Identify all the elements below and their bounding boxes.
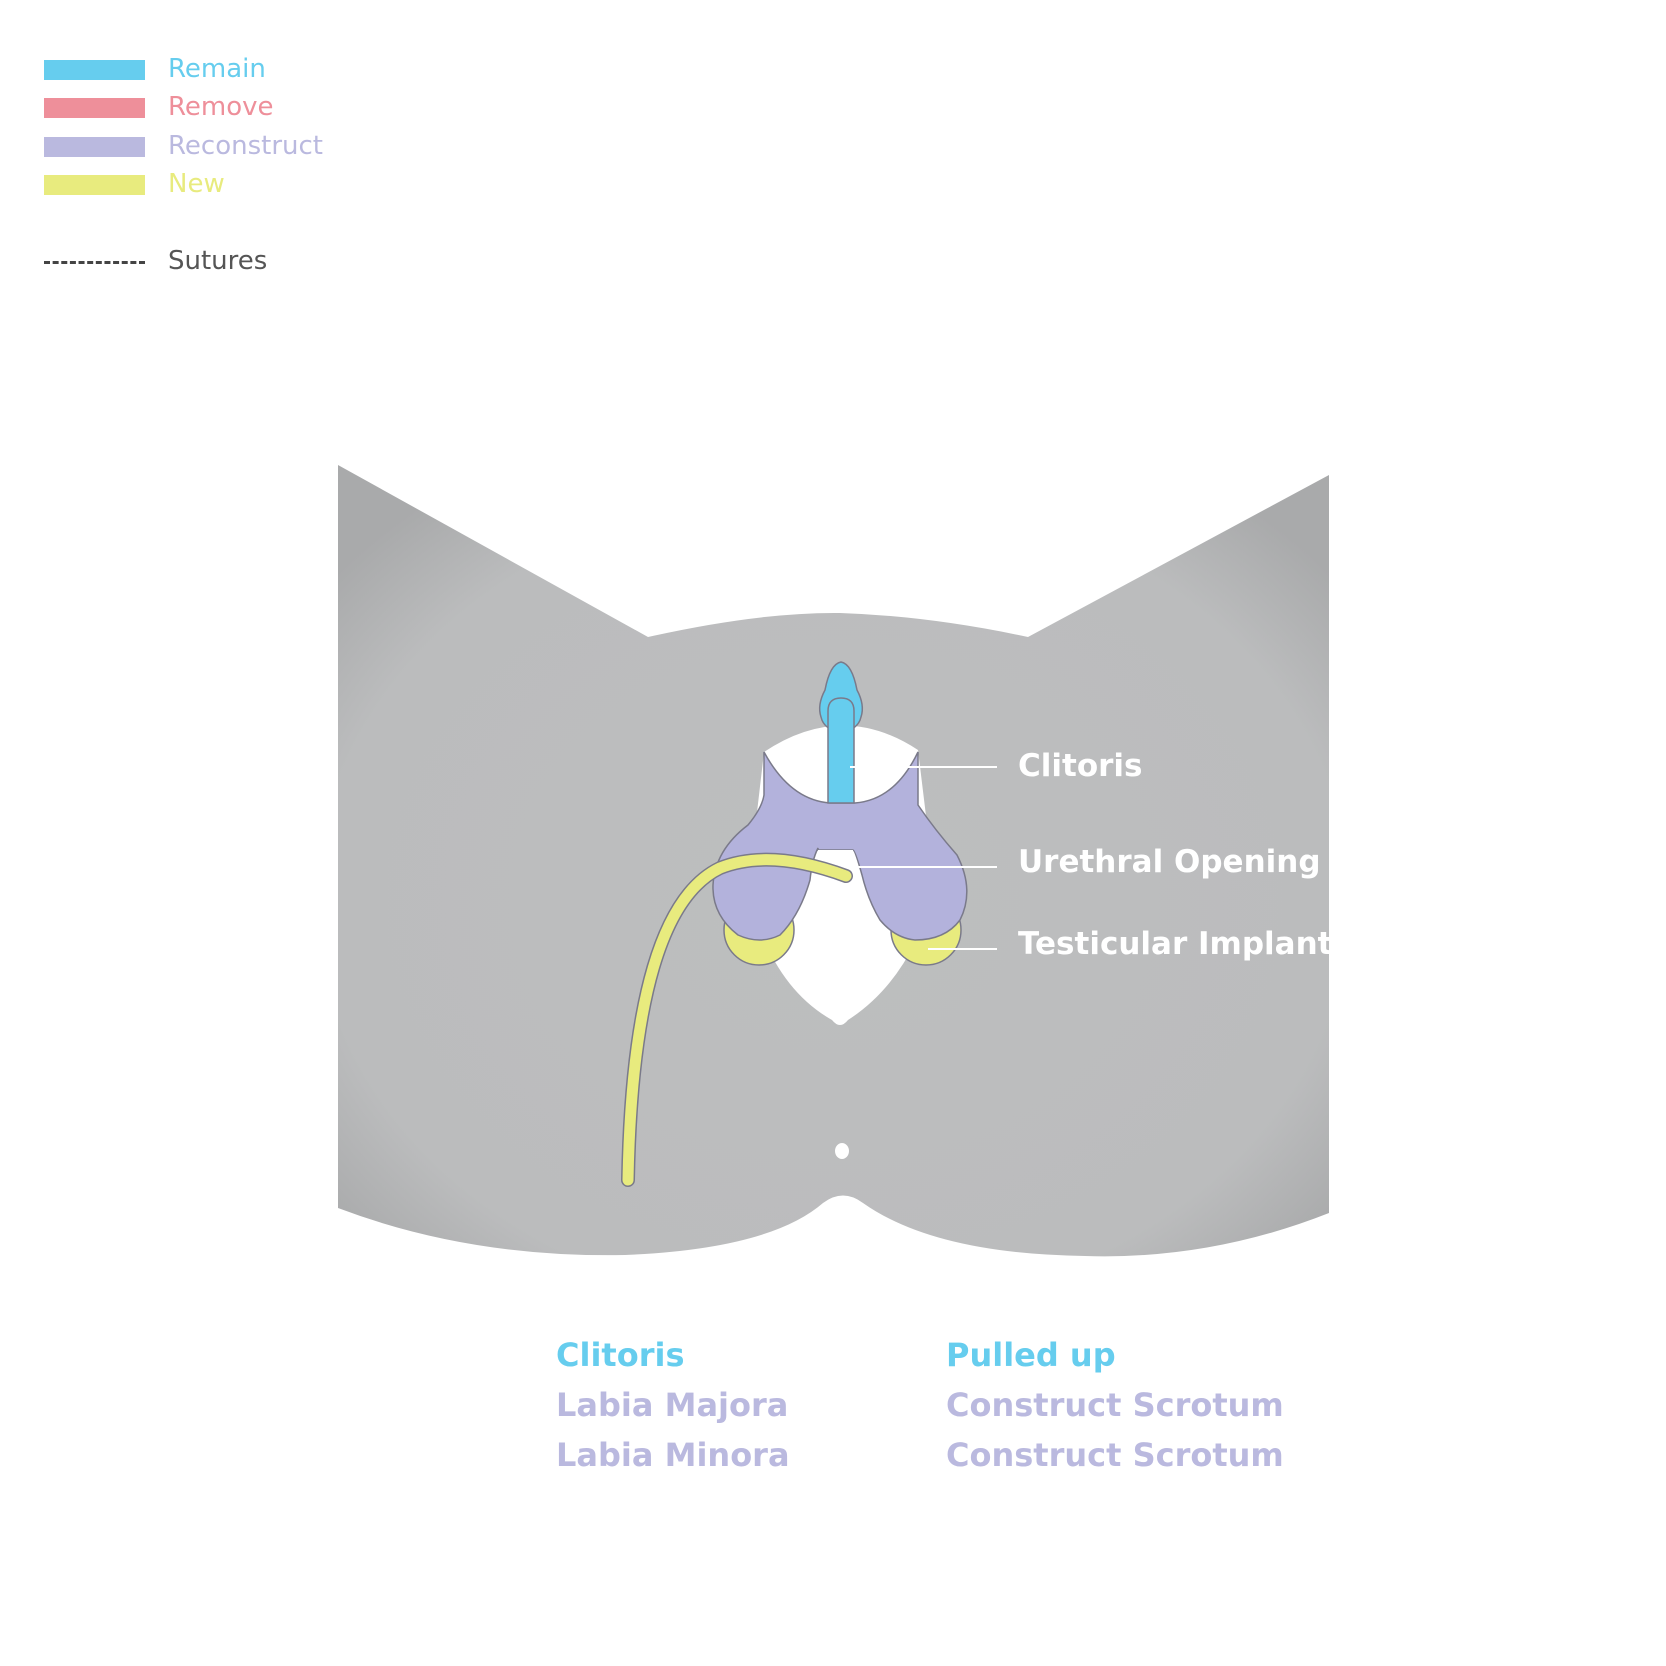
- callout-clitoris: Clitoris: [1018, 748, 1143, 784]
- legend-label-remain: Remain: [168, 54, 266, 84]
- legend-label-reconstruct: Reconstruct: [168, 131, 323, 161]
- urethral-opening: [818, 850, 853, 862]
- legend-label-sutures: Sutures: [168, 246, 268, 276]
- clitoris-shaft: [827, 697, 855, 804]
- summary-action-labia-majora: Construct Scrotum: [946, 1386, 1284, 1424]
- legend-item-new: New: [44, 167, 344, 199]
- summary-part-clitoris: Clitoris: [556, 1336, 685, 1374]
- anus: [835, 1143, 849, 1159]
- callout-testicular-implant: Testicular Implant: [1018, 926, 1333, 962]
- legend-swatch-remain: [44, 60, 145, 80]
- legend-label-remove: Remove: [168, 92, 274, 122]
- callout-urethral-opening: Urethral Opening: [1018, 844, 1321, 880]
- new-urethra-tube-fill: [622, 854, 852, 1186]
- summary-part-labia-majora: Labia Majora: [556, 1386, 789, 1424]
- legend-item-remain: Remain: [44, 52, 344, 84]
- legend-item-sutures: Sutures: [44, 244, 344, 276]
- legend-swatch-new: [44, 175, 145, 195]
- legend-dashed-line: [44, 261, 145, 264]
- legend-item-remove: Remove: [44, 90, 344, 122]
- reconstructed-scrotum: [712, 751, 968, 941]
- legend-swatch-reconstruct: [44, 137, 145, 157]
- legend-label-new: New: [168, 169, 225, 199]
- summary-action-clitoris: Pulled up: [946, 1336, 1116, 1374]
- summary-part-labia-minora: Labia Minora: [556, 1436, 790, 1474]
- summary-action-labia-minora: Construct Scrotum: [946, 1436, 1284, 1474]
- legend-item-reconstruct: Reconstruct: [44, 129, 344, 161]
- legend-swatch-remove: [44, 98, 145, 118]
